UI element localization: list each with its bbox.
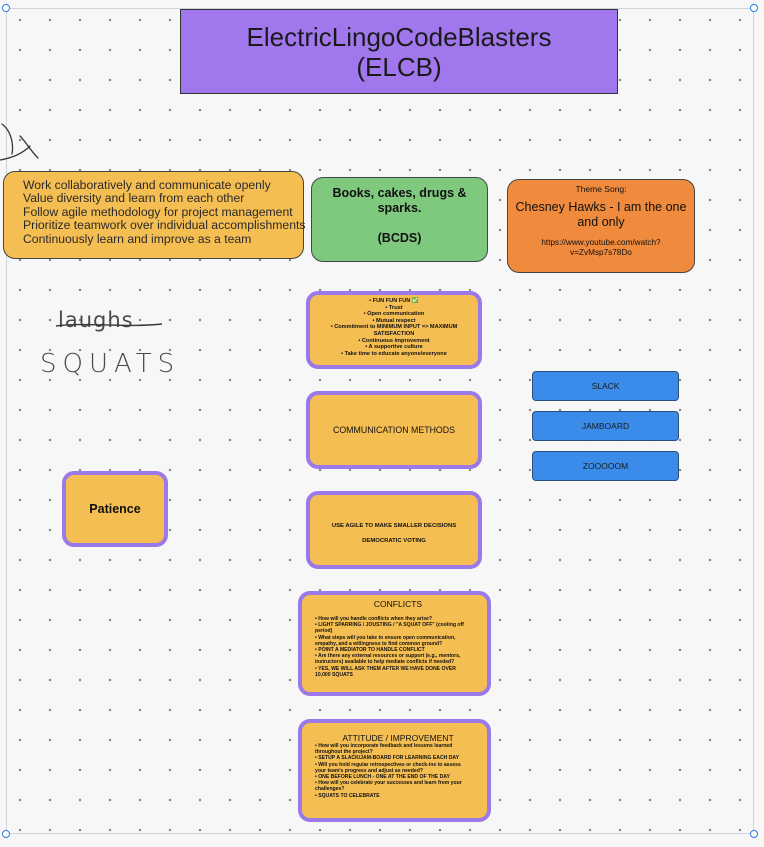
motto-abbreviation: (BCDS)	[377, 231, 422, 245]
conflicts-item: • LIGHT SPARRING / JOUSTING / "A SQUAT O…	[315, 622, 464, 629]
principle-item: SATISFACTION	[373, 330, 415, 337]
principle-item: • Continuous improvement	[358, 337, 430, 344]
principle-item: • FUN FUN FUN ✅	[369, 298, 419, 304]
conflicts-item: • Are there any external resources or su…	[315, 653, 461, 660]
slack-label: SLACK	[591, 381, 620, 391]
principle-item: • Mutual respect	[372, 317, 416, 324]
attitude-item: throughout the project?	[315, 749, 373, 756]
attitude-improvement-card[interactable]: ATTITUDE / IMPROVEMENT • How will you in…	[298, 719, 491, 822]
whiteboard-frame	[6, 8, 754, 834]
conflicts-item: • POINT A MEDIATOR TO HANDLE CONFLICT	[315, 647, 425, 654]
principle-item: • Open communication	[363, 311, 425, 318]
handwritten-squats: SQUATS	[40, 349, 181, 379]
jamboard-label: JAMBOARD	[581, 421, 630, 431]
decision-making-card[interactable]: USE AGILE TO MAKE SMALLER DECISIONS DEMO…	[306, 491, 482, 569]
zoom-button[interactable]: ZOOOOOM	[532, 451, 679, 481]
slack-button[interactable]: SLACK	[532, 371, 679, 401]
principle-item: • Trust	[385, 304, 403, 311]
team-principles-card[interactable]: • FUN FUN FUN ✅ • Trust • Open communica…	[306, 291, 482, 369]
communication-methods-title: COMMUNICATION METHODS	[332, 425, 455, 435]
theme-song-title: Chesney Hawks - I am the one and only	[515, 200, 687, 229]
struck-word: laughs	[58, 308, 134, 332]
patience-label: Patience	[89, 502, 141, 516]
conflicts-card[interactable]: CONFLICTS • How will you handle conflict…	[298, 591, 491, 696]
motto-line: Books, cakes, drugs &	[332, 186, 467, 200]
zoom-label: ZOOOOOM	[582, 461, 629, 471]
principle-item: • Commitment to MINIMUM INPUT => MAXIMUM	[330, 324, 458, 331]
team-values-card[interactable]: Work collaboratively and communicate ope…	[3, 171, 306, 259]
hand-drawn-stroke	[0, 123, 39, 161]
attitude-item: challenges?	[315, 786, 345, 793]
value-item: Follow agile methodology for project man…	[23, 204, 293, 219]
conflicts-item: 10,000 SQUATS	[315, 671, 353, 678]
decision-line: USE AGILE TO MAKE SMALLER DECISIONS	[331, 523, 457, 529]
handwritten-struck-word: laughs	[58, 308, 134, 332]
theme-song-link-line: v=ZvMsp7s78Do	[570, 248, 632, 257]
resize-handle-top-right[interactable]	[750, 4, 758, 12]
value-item: Prioritize teamwork over individual acco…	[23, 218, 306, 233]
attitude-item: • SQUATS TO CELEBRATE	[315, 792, 380, 799]
principle-item: • Take time to educate anyone/everyone	[341, 350, 447, 357]
principle-item: • A supportive culture	[365, 344, 423, 351]
theme-song-label: Theme Song:	[575, 184, 627, 194]
resize-handle-top-left[interactable]	[2, 4, 10, 12]
team-title-card[interactable]: ElectricLingoCodeBlasters (ELCB)	[180, 9, 618, 94]
attitude-item: • How will you incorporate feedback and …	[315, 743, 453, 749]
attitude-item: your team's progress and adjust as neede…	[315, 767, 423, 774]
team-abbreviation: (ELCB)	[356, 51, 442, 82]
attitude-item: • How will you celebrate your successes …	[315, 780, 462, 787]
strike-through-line	[55, 323, 163, 327]
patience-card[interactable]: Patience	[62, 471, 168, 547]
conflicts-item: period)	[315, 628, 333, 635]
resize-handle-bottom-right[interactable]	[750, 830, 758, 838]
motto-card[interactable]: Books, cakes, drugs & sparks. (BCDS)	[311, 177, 488, 262]
motto-line: sparks.	[377, 201, 422, 215]
conflicts-item: • What steps will you take to ensure ope…	[315, 634, 456, 641]
attitude-item: • Will you hold regular retrospectives o…	[315, 761, 461, 768]
theme-song-card[interactable]: Theme Song: Chesney Hawks - I am the one…	[507, 179, 695, 273]
resize-handle-bottom-left[interactable]	[2, 830, 10, 838]
theme-song-link[interactable]: https://www.youtube.com/watch? v=ZvMsp7s…	[508, 238, 694, 258]
conflicts-title: CONFLICTS	[373, 599, 423, 609]
theme-song-link-line: https://www.youtube.com/watch?	[541, 238, 661, 247]
conflicts-item: instructors) available to help mediate c…	[315, 659, 455, 666]
attitude-item: • SETUP A SLACK/JAM-BOARD FOR LEARNING E…	[315, 755, 460, 762]
conflicts-item: • YES, WE WILL ASK THEM AFTER WE HAVE DO…	[315, 665, 456, 672]
value-item: Work collaboratively and communicate ope…	[23, 178, 271, 192]
attitude-title: ATTITUDE / IMPROVEMENT	[342, 733, 454, 743]
conflicts-item: empathy, and a willingness to find commo…	[315, 640, 443, 647]
team-title: ElectricLingoCodeBlasters	[246, 21, 552, 52]
value-item: Continuously learn and improve as a team	[23, 231, 252, 246]
decision-line: DEMOCRATIC VOTING	[362, 538, 426, 544]
conflicts-item: • How will you handle conflicts when the…	[315, 616, 432, 622]
attitude-item: • ONE BEFORE LUNCH - ONE AT THE END OF T…	[315, 774, 450, 781]
jamboard-button[interactable]: JAMBOARD	[532, 411, 679, 441]
communication-methods-card[interactable]: COMMUNICATION METHODS	[306, 391, 482, 469]
value-item: Value diversity and learn from each othe…	[23, 191, 245, 206]
